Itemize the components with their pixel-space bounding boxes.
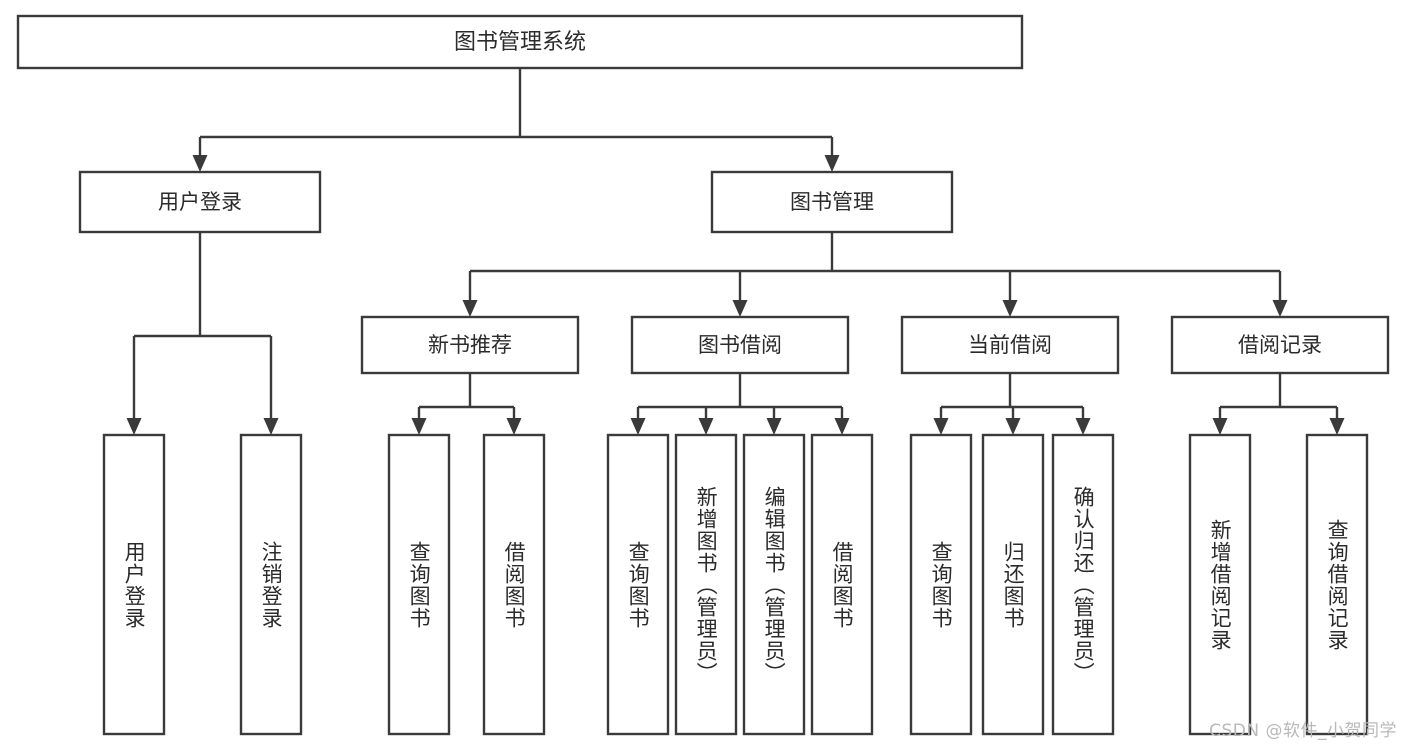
boxes-layer [16, 14, 1390, 736]
level2-当前借阅-label: 当前借阅 [968, 333, 1052, 357]
level2-图书借阅[interactable] [630, 315, 850, 375]
level2-新书推荐-label: 新书推荐 [428, 333, 512, 357]
arrow-head-icon [1329, 418, 1345, 435]
arrow-head-icon [1005, 418, 1021, 435]
arrow-head-icon [1075, 418, 1091, 435]
arrow-head-icon [1272, 300, 1288, 317]
level1-图书管理[interactable] [710, 170, 954, 234]
arrow-head-icon [1002, 300, 1018, 317]
level2-新书推荐[interactable] [360, 315, 580, 375]
arrow-head-icon [630, 418, 646, 435]
arrow-head-icon [732, 300, 748, 317]
leaf-查询图书[interactable] [387, 433, 451, 736]
arrow-head-icon [462, 300, 478, 317]
leaf-查询图书[interactable] [909, 433, 973, 736]
arrow-head-icon [411, 418, 427, 435]
root-图书管理系统[interactable] [16, 14, 1024, 70]
level2-借阅记录[interactable] [1170, 315, 1390, 375]
level1-图书管理-label: 图书管理 [790, 190, 874, 214]
leaf-查询图书[interactable] [606, 433, 670, 736]
arrow-head-icon [1212, 418, 1228, 435]
leaf-借阅图书[interactable] [810, 433, 874, 736]
root-图书管理系统-label: 图书管理系统 [454, 30, 586, 55]
arrow-head-icon [766, 418, 782, 435]
level2-借阅记录-label: 借阅记录 [1238, 333, 1322, 357]
level2-图书借阅-label: 图书借阅 [698, 333, 782, 357]
leaf-查询借阅记录[interactable] [1305, 433, 1369, 736]
connectors-layer [126, 68, 1345, 435]
arrow-head-icon [834, 418, 850, 435]
level1-用户登录-label: 用户登录 [158, 190, 242, 214]
leaf-注销登录[interactable] [239, 433, 303, 736]
leaf-编辑图书管理员[interactable] [742, 433, 806, 736]
leaf-新增图书管理员[interactable] [674, 433, 738, 736]
leaf-新增借阅记录[interactable] [1188, 433, 1252, 736]
arrow-head-icon [506, 418, 522, 435]
arrow-head-icon [698, 418, 714, 435]
arrow-head-icon [933, 418, 949, 435]
leaf-用户登录[interactable] [102, 433, 166, 736]
leaf-确认归还管理员[interactable] [1051, 433, 1115, 736]
arrow-head-icon [192, 155, 208, 172]
arrow-head-icon [126, 418, 142, 435]
arrow-head-icon [824, 155, 840, 172]
leaf-归还图书[interactable] [981, 433, 1045, 736]
leaf-借阅图书[interactable] [482, 433, 546, 736]
arrow-head-icon [263, 418, 279, 435]
level2-当前借阅[interactable] [900, 315, 1120, 375]
level1-用户登录[interactable] [78, 170, 322, 234]
